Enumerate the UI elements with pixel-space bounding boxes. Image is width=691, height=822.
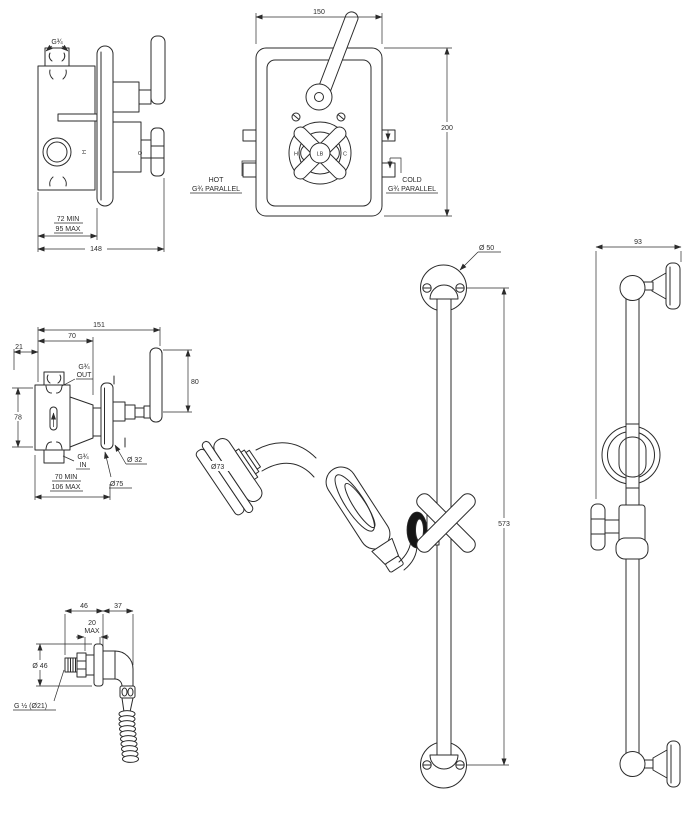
dim-depth-min: 72 MIN	[57, 216, 80, 223]
valve-top-port	[44, 47, 70, 67]
dim-elbow-a: 46	[80, 603, 88, 610]
view-concealed-valve-side: H O G¾ 72 MIN 95 MAX 148	[37, 35, 166, 253]
valve-body	[37, 65, 96, 191]
label-port-g34: G¾	[51, 39, 62, 46]
label-out-1: G¾	[78, 364, 89, 371]
view-slide-rail-side: 93	[590, 239, 682, 788]
dim-overall-width: 148	[90, 246, 102, 253]
handset-head	[195, 438, 263, 516]
dim-depth-max: 95 MAX	[56, 226, 81, 233]
lever-hub	[305, 83, 333, 111]
label-in-1: G¾	[77, 454, 88, 461]
bottom-wall-flange-side	[666, 740, 681, 788]
diverter-lever-side	[150, 35, 166, 105]
handle-cold-letter: C	[343, 152, 347, 158]
slider-cross	[416, 493, 476, 553]
dim-plate-width: 150	[313, 9, 325, 16]
view-slide-rail-front: 573 Ø 50	[406, 245, 515, 789]
view-handset: Ø73	[195, 438, 418, 573]
locknut	[76, 652, 87, 678]
dim-head-dia: Ø73	[211, 464, 224, 471]
handset-handle	[325, 466, 404, 573]
wall-plate-exposed	[100, 382, 114, 450]
control-knob-side	[150, 127, 165, 177]
view-faceplate-front: LB H C 150 200 HOT G¾ PARALLEL COLD G¾ P…	[190, 9, 457, 217]
flexible-hose-coil	[118, 710, 139, 763]
view-exposed-valve-side: 151 70 21 78 80 G¾ OUT G¾ IN 70 MIN 106 …	[9, 322, 199, 500]
label-hot: HOT	[209, 177, 225, 184]
handle-monogram: LB	[317, 152, 324, 158]
dim-depth-min-exposed: 70 MIN	[55, 474, 78, 481]
dim-plate-height: 200	[441, 125, 453, 132]
dim-body-height: 78	[14, 415, 22, 422]
label-cold-thread: G¾ PARALLEL	[388, 186, 436, 193]
dim-sleeve-dia: Ø 32	[127, 457, 142, 464]
dim-overall: 151	[93, 322, 105, 329]
label-cold: COLD	[402, 177, 421, 184]
clamp-knob	[590, 503, 606, 551]
top-wall-flange-side	[665, 262, 681, 310]
dim-offset: 21	[15, 344, 23, 351]
mark-o: O	[138, 151, 143, 157]
inlet-port	[43, 449, 65, 464]
mark-h: H	[80, 150, 86, 154]
dim-elbow-b: 37	[114, 603, 122, 610]
dim-plate-dia: Ø75	[110, 481, 123, 488]
wall-plate-side	[96, 45, 114, 207]
handset-neck	[255, 442, 317, 478]
dim-projection: 93	[634, 239, 642, 246]
handle-hot-letter: H	[294, 152, 298, 158]
elbow-bend	[114, 650, 134, 687]
dim-depth-max-exposed: 106 MAX	[52, 484, 81, 491]
dim-elbow-flange-dia: Ø 46	[32, 663, 47, 670]
dim-max-1: 20	[88, 620, 96, 627]
label-out-2: OUT	[77, 372, 93, 379]
dim-flange-dia: Ø 50	[479, 245, 494, 252]
faceplate-inner	[266, 59, 372, 207]
view-outlet-elbow: 46 37 20 MAX Ø 46	[13, 603, 139, 763]
elbow-escutcheon	[93, 643, 104, 687]
dim-rail-length: 573	[498, 521, 510, 528]
dim-max-2: MAX	[84, 628, 100, 635]
dim-lever: 80	[191, 379, 199, 386]
label-hot-thread: G¾ PARALLEL	[192, 186, 240, 193]
dim-upper: 70	[68, 333, 76, 340]
temp-lever	[149, 347, 163, 423]
label-thread: G ½ (Ø21)	[14, 702, 47, 710]
label-in-2: IN	[80, 462, 87, 469]
